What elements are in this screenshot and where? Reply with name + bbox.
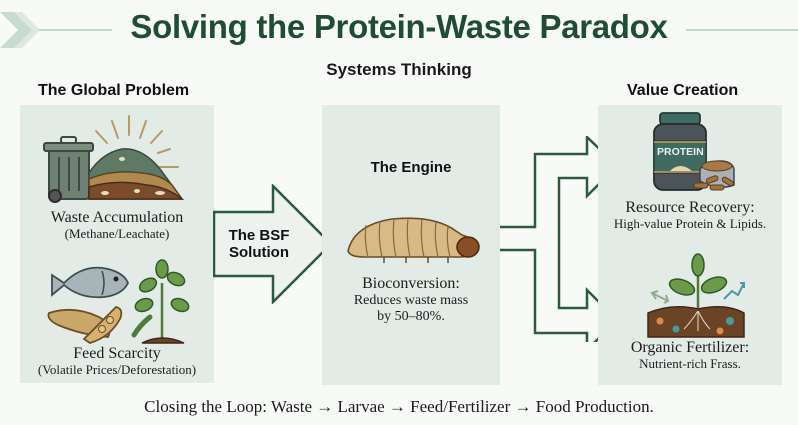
waste-accumulation-title: Waste Accumulation (50, 209, 184, 226)
sprout-soil-icon (647, 253, 745, 338)
bsf-solution-arrow-icon (213, 184, 333, 304)
feed-scarcity-caption: Feed Scarcity (Volatile Prices/Deforesta… (20, 345, 214, 378)
split-arrows-icon (500, 136, 619, 342)
protein-jar-icon: PROTEIN (653, 112, 735, 191)
fish-soy-plant-icon (47, 259, 190, 344)
page-title: Solving the Protein-Waste Paradox (130, 8, 668, 45)
waste-accumulation-detail: (Methane/Leachate) (64, 226, 170, 242)
title-right-rule (686, 29, 798, 31)
engine-title: The Engine (370, 159, 452, 176)
bioconversion-title: Bioconversion: (362, 275, 460, 292)
feed-scarcity-title: Feed Scarcity (73, 345, 161, 362)
engine-panel: The Engine Bioconversion: Reduces waste … (322, 105, 500, 385)
value-panel: PROTEIN Resource Recovery: High-value Pr… (598, 105, 782, 385)
organic-fertilizer-title: Organic Fertilizer: (630, 339, 750, 356)
problem-panel: Waste Accumulation (Methane/Leachate) Fe… (20, 105, 214, 383)
protein-jar-label: PROTEIN (657, 146, 704, 158)
waste-bin-landfill-icon (43, 115, 185, 203)
section-label-value-creation: Value Creation (627, 82, 739, 99)
page-subtitle: Systems Thinking (326, 60, 472, 79)
bsf-solution-label: The BSF Solution (214, 227, 304, 262)
organic-fertilizer-caption: Organic Fertilizer: Nutrient-rich Frass. (598, 339, 782, 372)
bioconversion-detail-line1: Reduces waste mass (353, 293, 469, 309)
bioconversion-detail-line2: by 50–80%. (377, 309, 445, 325)
bsf-label-line2: Solution (229, 243, 289, 261)
bsf-label-line1: The BSF (228, 227, 290, 244)
closing-loop-footer: Closing the Loop: Waste → Larvae → Feed/… (144, 397, 654, 416)
resource-recovery-caption: Resource Recovery: High-value Protein & … (598, 199, 782, 232)
bioconversion-caption: Bioconversion: Reduces waste mass by 50–… (322, 275, 500, 326)
feed-scarcity-detail: (Volatile Prices/Deforestation) (37, 362, 197, 378)
title-left-rule (38, 29, 112, 31)
chevron-decoration-icon (0, 12, 40, 48)
larva-icon (347, 217, 480, 263)
resource-recovery-title: Resource Recovery: (625, 199, 755, 216)
organic-fertilizer-detail: Nutrient-rich Frass. (639, 356, 741, 372)
resource-recovery-detail: High-value Protein & Lipids. (613, 216, 767, 232)
section-label-global-problem: The Global Problem (38, 82, 190, 99)
waste-accumulation-caption: Waste Accumulation (Methane/Leachate) (20, 209, 214, 242)
